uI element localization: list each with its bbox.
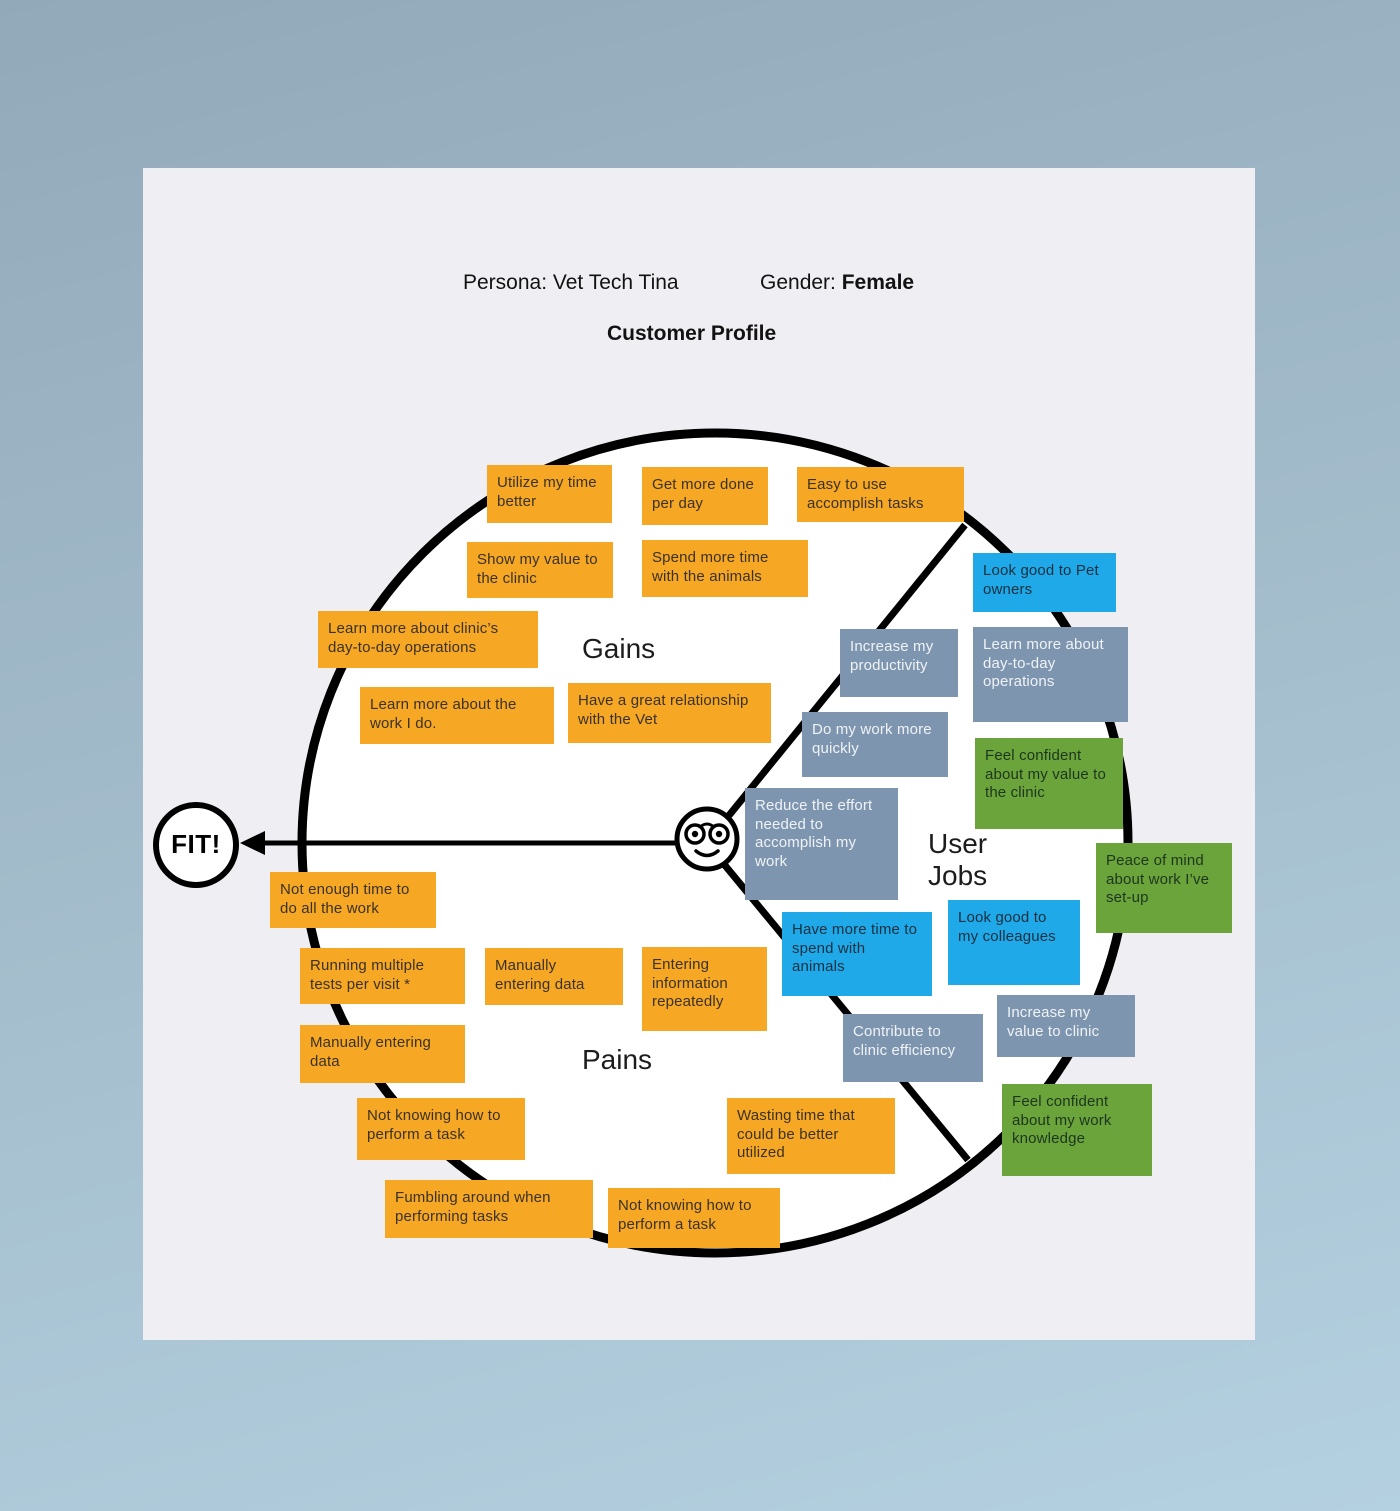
gender-value: Female bbox=[841, 271, 915, 294]
sticky-note[interactable]: Look good to my colleagues bbox=[948, 900, 1080, 985]
sticky-note[interactable]: Show my value to the clinic bbox=[467, 542, 613, 598]
sticky-note[interactable]: Contribute to clinic efficiency bbox=[843, 1014, 983, 1082]
sticky-note[interactable]: Utilize my time better bbox=[487, 465, 612, 523]
sticky-note[interactable]: Learn more about day-to-day operations bbox=[973, 627, 1128, 722]
sticky-note[interactable]: Feel confident about my value to the cli… bbox=[975, 738, 1123, 829]
fit-arrow-head bbox=[240, 831, 265, 855]
fit-label: FIT! bbox=[171, 829, 221, 859]
sticky-note[interactable]: Have more time to spend with animals bbox=[782, 912, 932, 996]
gender-key: Gender: bbox=[760, 271, 842, 294]
fit-circle bbox=[153, 802, 239, 888]
sticky-note[interactable]: Reduce the effort needed to accomplish m… bbox=[745, 788, 898, 900]
sticky-note[interactable]: Wasting time that could be better utiliz… bbox=[727, 1098, 895, 1174]
sticky-note[interactable]: Peace of mind about work I’ve set-up bbox=[1096, 843, 1232, 933]
sticky-note[interactable]: Feel confident about my work knowledge bbox=[1002, 1084, 1152, 1176]
persona-face-icon bbox=[674, 806, 740, 872]
sticky-note[interactable]: Learn more about the work I do. bbox=[360, 687, 554, 744]
sticky-note[interactable]: Not knowing how to perform a task bbox=[608, 1188, 780, 1248]
gains-section-label: Gains bbox=[582, 633, 656, 664]
sticky-note[interactable]: Learn more about clinic’s day-to-day ope… bbox=[318, 611, 538, 668]
sticky-note[interactable]: Manually entering data bbox=[485, 948, 623, 1005]
sticky-note[interactable]: Manually entering data bbox=[300, 1025, 465, 1083]
sticky-note[interactable]: Fumbling around when performing tasks bbox=[385, 1180, 593, 1238]
wedge-line-top bbox=[706, 522, 968, 843]
sticky-note[interactable]: Do my work more quickly bbox=[802, 712, 948, 777]
page-title: Customer Profile bbox=[607, 322, 777, 345]
persona-label: Persona: Vet Tech Tina bbox=[463, 271, 679, 294]
sticky-note[interactable]: Look good to Pet owners bbox=[973, 553, 1116, 612]
sticky-note[interactable]: Spend more time with the animals bbox=[642, 540, 808, 597]
sticky-note[interactable]: Easy to use accomplish tasks bbox=[797, 467, 964, 522]
sticky-note[interactable]: Have a great relationship with the Vet bbox=[568, 683, 771, 743]
sticky-note[interactable]: Increase my productivity bbox=[840, 629, 958, 697]
sticky-note[interactable]: Not knowing how to perform a task bbox=[357, 1098, 525, 1160]
pains-section-label: Pains bbox=[582, 1044, 653, 1075]
sticky-note[interactable]: Running multiple tests per visit * bbox=[300, 948, 465, 1004]
sticky-note[interactable]: Entering information repeatedly bbox=[642, 947, 767, 1031]
sticky-note[interactable]: Increase my value to clinic bbox=[997, 995, 1135, 1057]
sticky-note[interactable]: Not enough time to do all the work bbox=[270, 872, 436, 928]
user-jobs-section-label: User Jobs bbox=[928, 828, 988, 892]
gender-label: Gender: Female bbox=[760, 271, 914, 295]
sticky-note[interactable]: Get more done per day bbox=[642, 467, 768, 525]
